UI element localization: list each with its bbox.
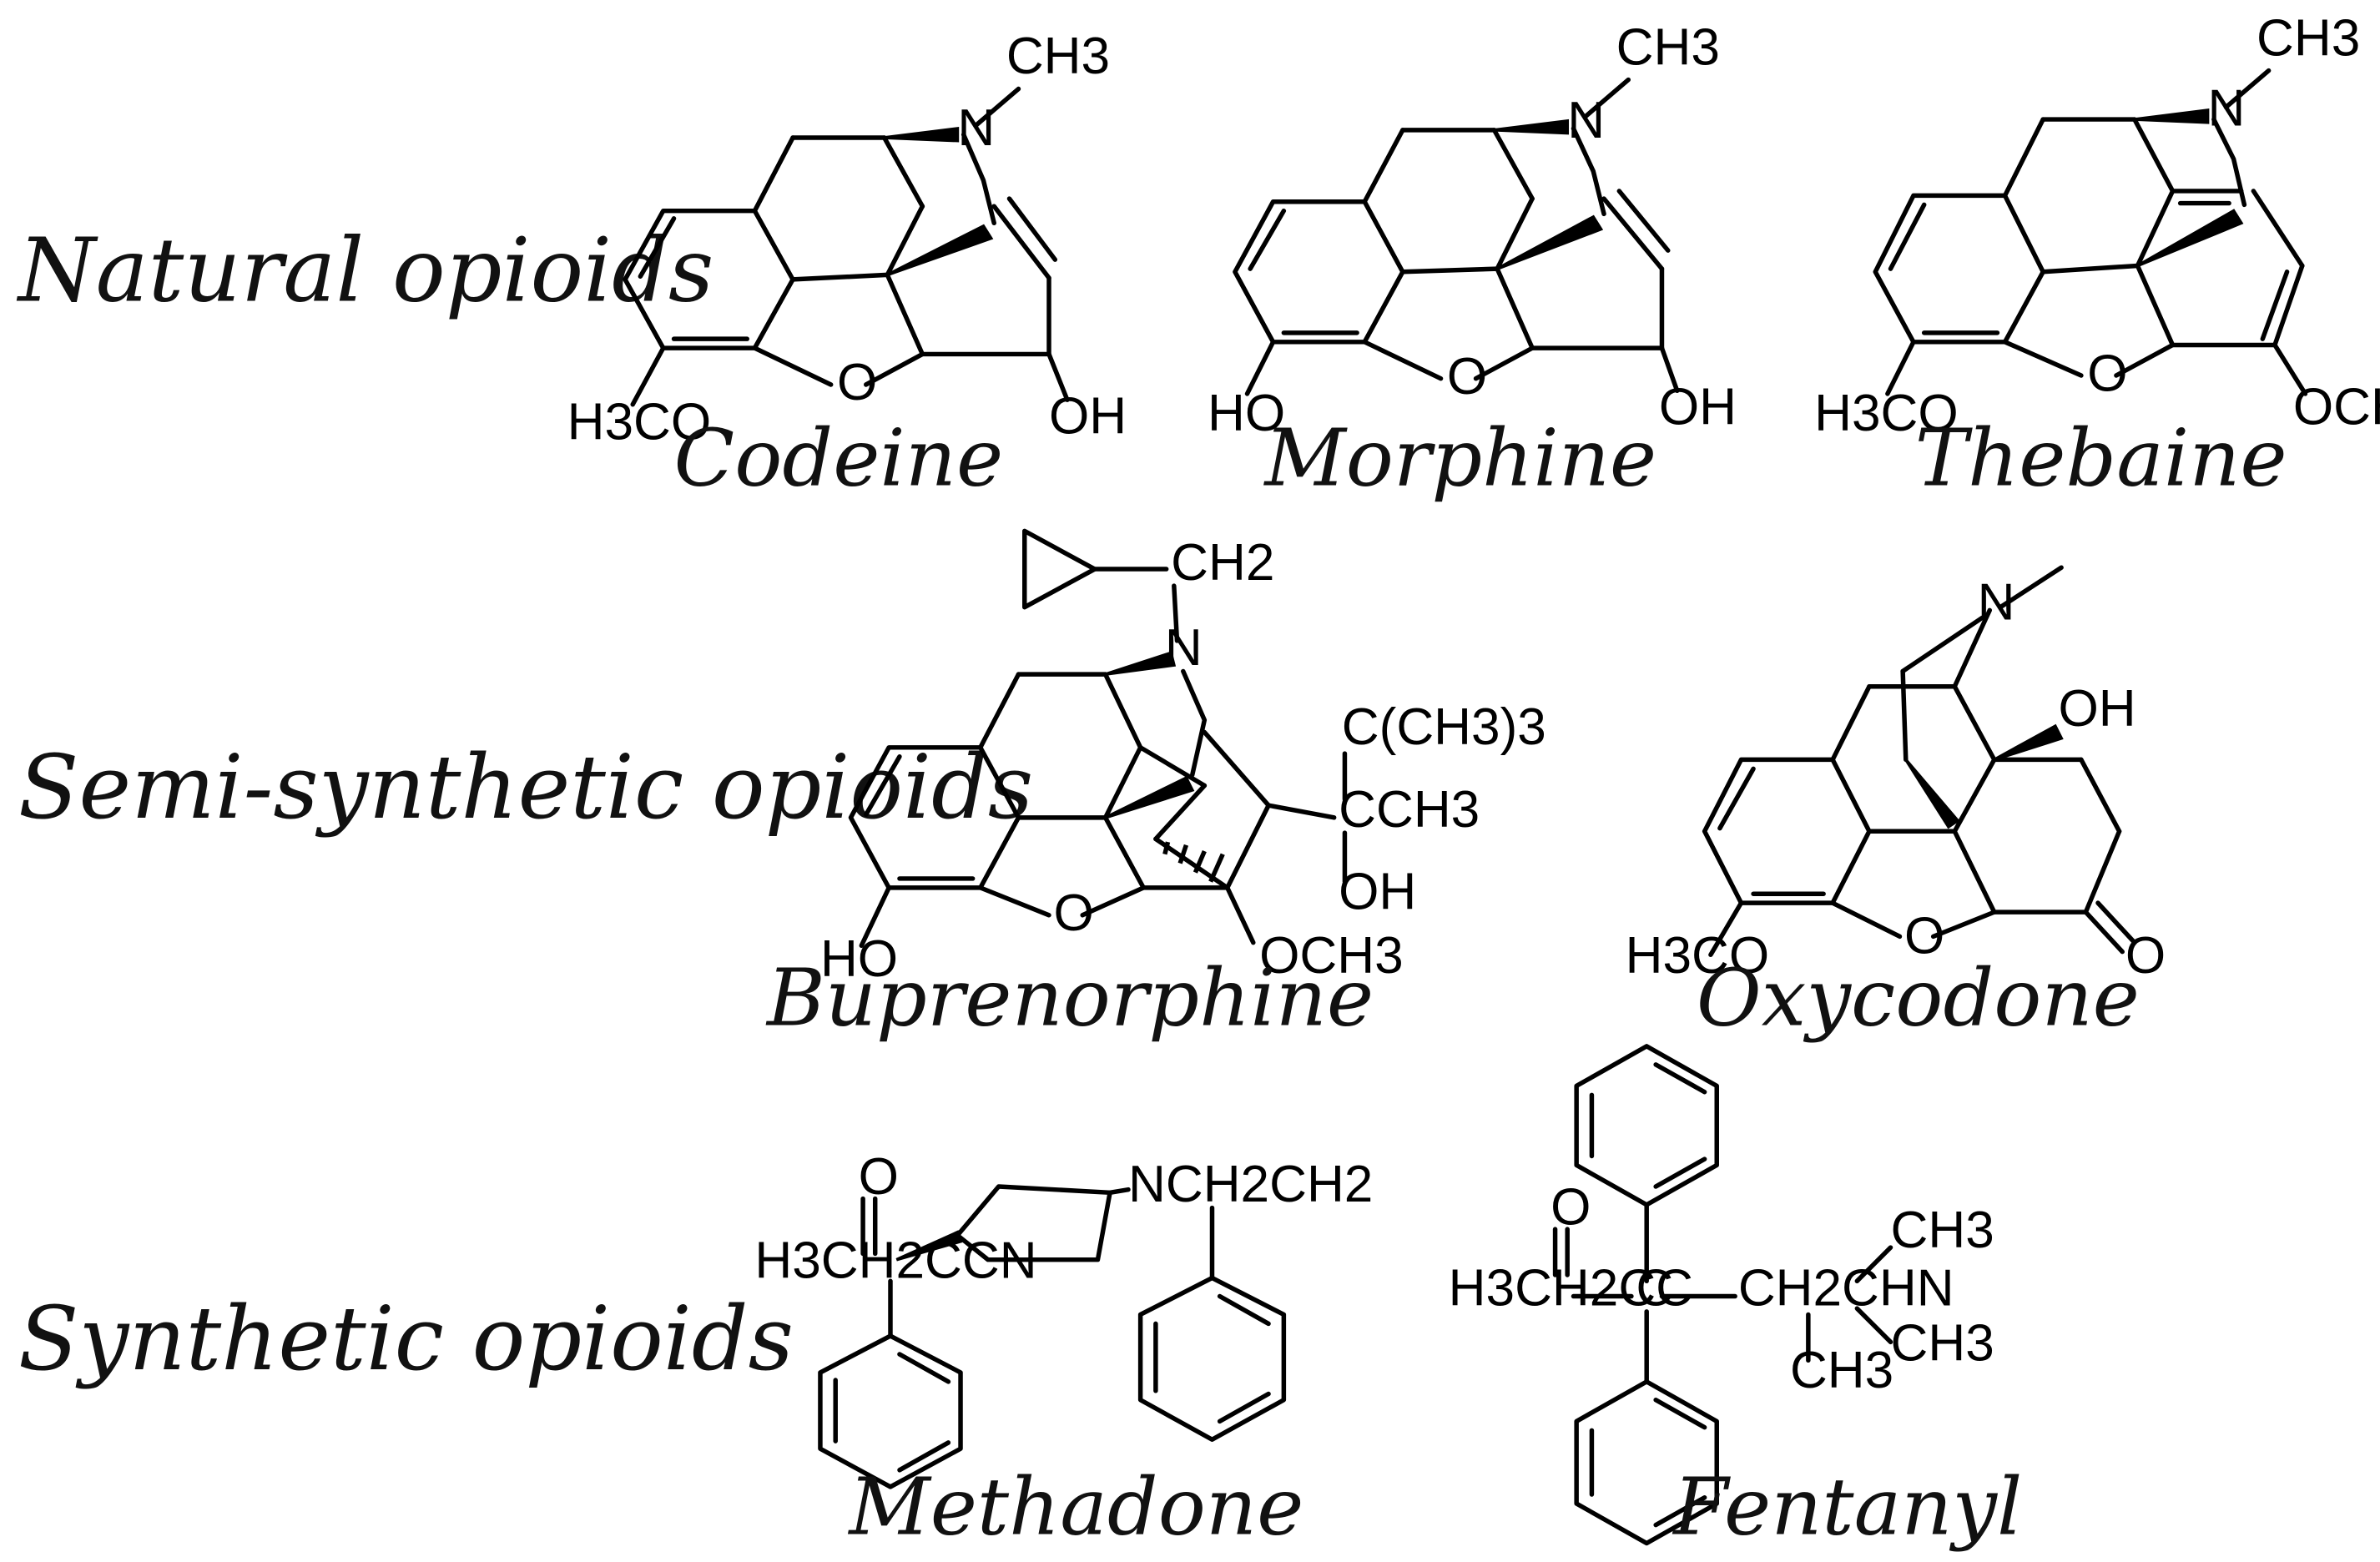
- codeine-hydroxyl-label: OH: [1049, 387, 1127, 445]
- thebaine-o-bridge: O: [2087, 345, 2127, 402]
- methadone-acyl-label: H3CH2CCN: [754, 1232, 1036, 1290]
- methadone-carbonyl-o: O: [859, 1148, 899, 1206]
- codeine-o-bridge: O: [837, 354, 877, 411]
- buprenorphine-ch2-label: CH2: [1171, 534, 1274, 592]
- morphine-methyl-label: CH3: [1616, 18, 1720, 76]
- oxycodone-structure: N OH O H3CO O Oxycodone: [1626, 565, 2166, 1044]
- methadone-amine-label: NCH2CH2: [1128, 1156, 1373, 1213]
- fentanyl-methyl-top: CH3: [1891, 1202, 1994, 1259]
- category-semi-synthetic-label: Semi-synthetic opioids: [18, 736, 1033, 839]
- buprenorphine-hydroxyl-label: HO: [820, 930, 898, 988]
- buprenorphine-side-oh-label: OH: [1339, 863, 1416, 920]
- buprenorphine-name: Buprenorphine: [765, 952, 1374, 1044]
- codeine-structure: N CH3 O H3CO OH Codeine: [567, 28, 1127, 504]
- fentanyl-central-c: C: [1636, 1259, 1673, 1317]
- buprenorphine-cch3-label: CCH3: [1339, 781, 1480, 839]
- buprenorphine-structure: N CH2 O HO OCH3 C(CH3)3 CCH3 OH Buprenor…: [765, 528, 1546, 1044]
- buprenorphine-methoxy-label: OCH3: [1259, 927, 1404, 985]
- thebaine-structure: N CH3 O H3CO OCH3 Thebaine: [1814, 9, 2380, 504]
- thebaine-n-atom: N: [2208, 79, 2246, 137]
- fentanyl-structure: O H3CH2CC C CH2CHN CH3 CH3 CH3 Fentanyl: [1449, 1044, 2022, 1554]
- oxycodone-ketone-o: O: [2125, 927, 2166, 985]
- buprenorphine-o-bridge: O: [1053, 884, 1093, 942]
- fentanyl-name: Fentanyl: [1672, 1462, 2022, 1554]
- morphine-o-bridge: O: [1447, 348, 1487, 406]
- fentanyl-methyl-mid: CH3: [1891, 1314, 1994, 1372]
- thebaine-methyl-label: CH3: [2256, 9, 2360, 67]
- buprenorphine-n-atom: N: [1165, 619, 1203, 677]
- morphine-n-atom: N: [1567, 92, 1605, 149]
- oxycodone-name: Oxycodone: [1697, 952, 2140, 1044]
- morphine-name: Morphine: [1263, 413, 1656, 505]
- morphine-structure: N CH3 O HO OH Morphine: [1208, 18, 1737, 504]
- oxycodone-n-atom: N: [1978, 573, 2015, 631]
- fentanyl-acyl-label: H3CH2CC: [1449, 1259, 1693, 1317]
- category-natural-label: Natural opioids: [16, 219, 713, 321]
- fentanyl-chain-label: CH2CHN: [1738, 1259, 1954, 1317]
- fentanyl-methyl-low: CH3: [1790, 1342, 1893, 1399]
- buprenorphine-tbutyl-label: C(CH3)3: [1342, 698, 1546, 756]
- codeine-methoxy-label: H3CO: [567, 394, 712, 451]
- methadone-name: Methadone: [847, 1462, 1303, 1554]
- codeine-n-atom: N: [957, 99, 995, 157]
- codeine-name: Codeine: [674, 413, 1004, 505]
- thebaine-methoxy-left: H3CO: [1814, 385, 1959, 442]
- oxycodone-o-bridge: O: [1904, 907, 1944, 965]
- morphine-hydroxyl-right: OH: [1659, 378, 1737, 436]
- category-synthetic-label: Synthetic opioids: [18, 1287, 794, 1390]
- codeine-methyl-label: CH3: [1006, 28, 1110, 85]
- thebaine-methoxy-right: OCH3: [2293, 378, 2380, 436]
- fentanyl-carbonyl-o: O: [1551, 1179, 1591, 1237]
- methadone-structure: O H3CH2CCN NCH2CH2 Methadone: [754, 1148, 1373, 1553]
- morphine-hydroxyl-left: HO: [1208, 385, 1285, 442]
- oxycodone-hydroxyl-label: OH: [2058, 680, 2135, 738]
- thebaine-name: Thebaine: [1915, 413, 2287, 505]
- oxycodone-methoxy-label: H3CO: [1626, 927, 1770, 985]
